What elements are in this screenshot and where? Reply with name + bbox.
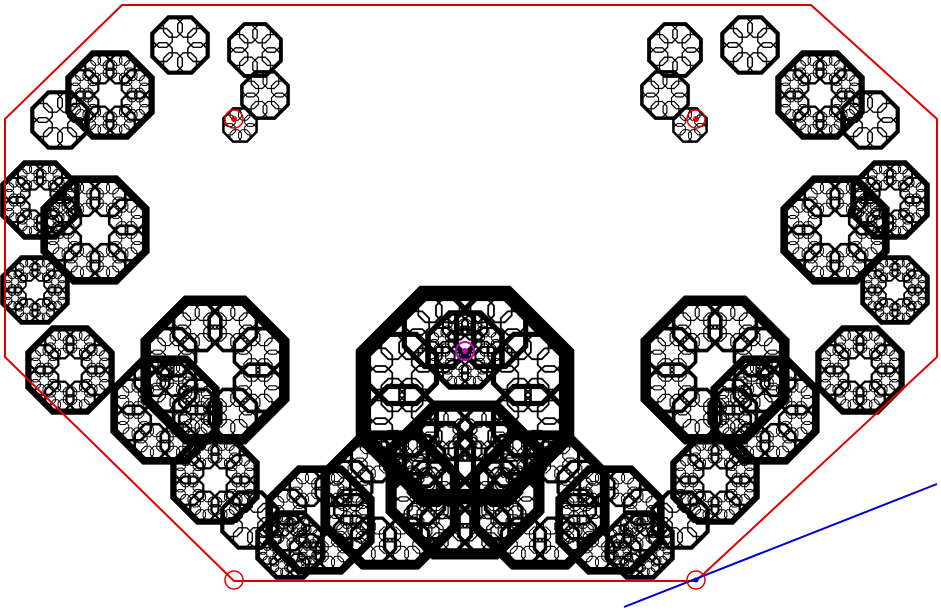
center-marker-dot <box>462 348 468 354</box>
ray-origin-dot <box>694 578 699 583</box>
spiral-end-dot-left <box>231 116 237 122</box>
spiral-end-dot-right <box>693 116 699 122</box>
